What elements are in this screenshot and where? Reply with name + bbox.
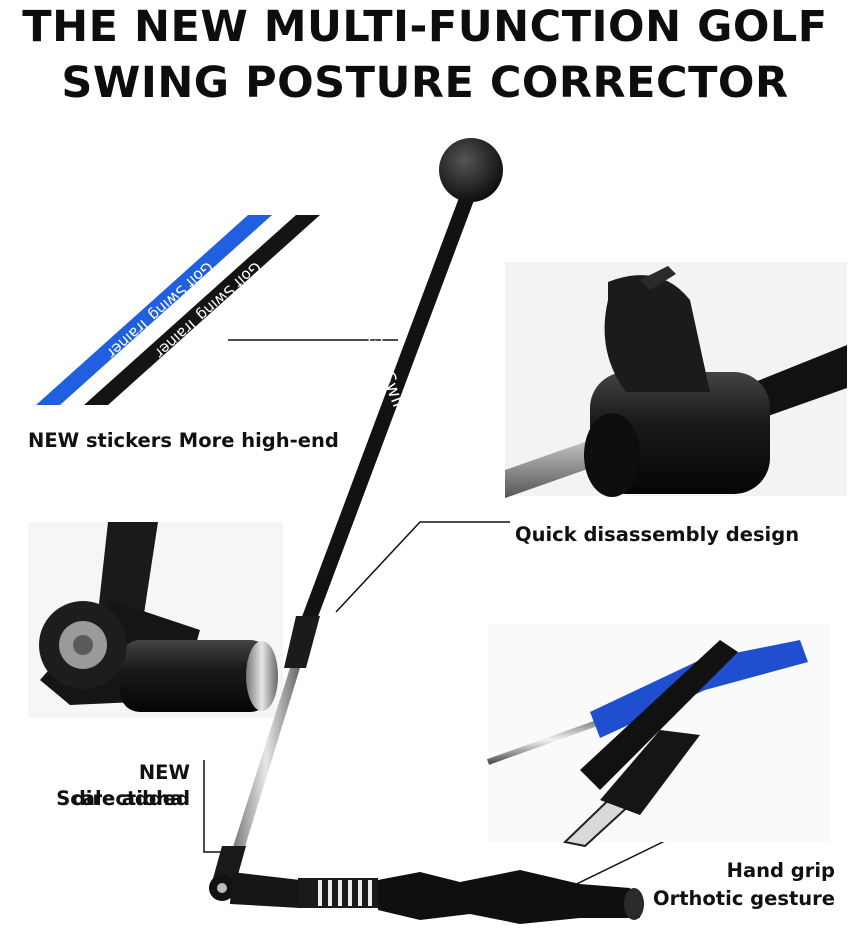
callout-line-disassembly <box>335 521 510 613</box>
scale-joint-photo <box>28 522 283 718</box>
callout-grip-line-1: Hand grip <box>726 859 835 882</box>
sticker-strips: Golf Swing Trainer Golf Swing Trainer <box>36 215 320 405</box>
ball-head <box>439 138 503 202</box>
blue-sticker-strip <box>36 215 272 405</box>
title-line-2: SWING POSTURE CORRECTOR <box>61 58 789 108</box>
callout-disassembly: Quick disassembly design <box>515 523 800 546</box>
callout-line-scale <box>203 760 232 853</box>
callout-stickers: NEW stickers More high-end <box>28 429 339 452</box>
main-trainer: Golf Swing Trainer <box>209 138 644 924</box>
clip-closeup-photo <box>505 262 847 498</box>
callout-grip-line-2: Orthotic gesture <box>653 887 835 910</box>
hand-grip-photo <box>486 624 830 848</box>
title-line-1: THE NEW MULTI-FUNCTION GOLF <box>22 2 828 52</box>
callout-scale-line-2: Scale added <box>56 787 190 810</box>
black-sticker-strip <box>84 215 320 405</box>
callout-scale-line-1: NEW directional <box>71 761 190 810</box>
